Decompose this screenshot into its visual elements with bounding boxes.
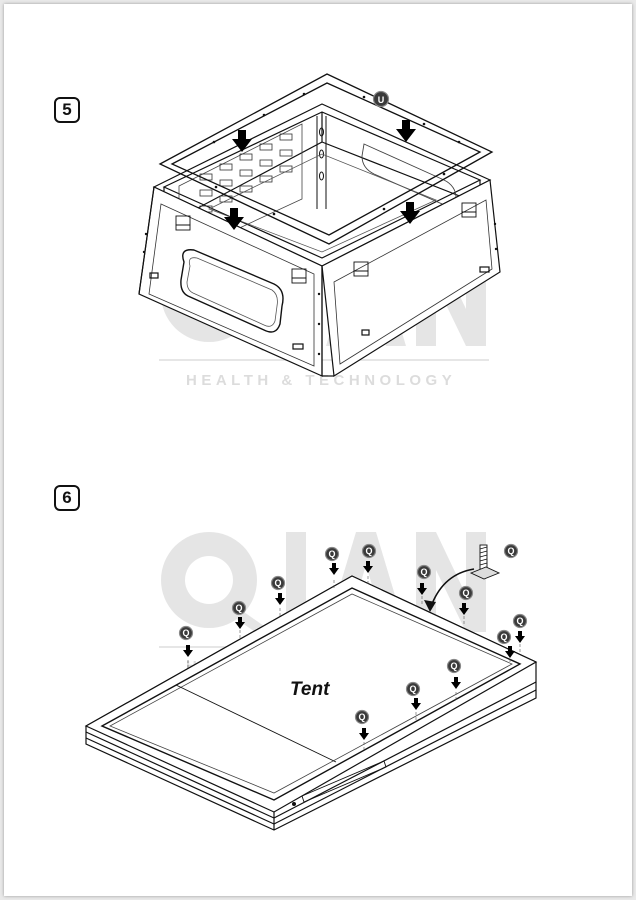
part-callout-icon: Q [512, 613, 528, 629]
down-arrow-icon [275, 593, 285, 605]
part-callout-icon: Q [361, 543, 377, 559]
part-code: U [378, 95, 385, 105]
step-number-badge: 6 [54, 485, 80, 511]
step-number-badge: 5 [54, 97, 80, 123]
panel-top [84, 575, 538, 813]
part-callout-icon: Q [405, 681, 421, 697]
top-frame [158, 73, 494, 245]
instruction-page: 5 6 [4, 4, 632, 896]
part-callout-icon: Q [270, 575, 286, 591]
part-code: Q [365, 546, 372, 556]
part-callout-icon: Q [354, 709, 370, 725]
part-callout-icon: Q [458, 585, 474, 601]
part-code: Q [507, 546, 514, 556]
part-callout-icon: Q [416, 564, 432, 580]
part-code: Q [274, 578, 281, 588]
part-code: Q [516, 616, 523, 626]
part-code: Q [358, 712, 365, 722]
part-callout-icon: Q [178, 625, 194, 641]
part-code: Q [235, 603, 242, 613]
part-code: Q [182, 628, 189, 638]
part-code: Q [450, 661, 457, 671]
down-arrow-icon [515, 631, 525, 643]
part-code: Q [500, 632, 507, 642]
step-number: 6 [62, 488, 72, 507]
step5-drawing: U [138, 73, 501, 378]
step-number: 5 [62, 100, 72, 119]
part-code: Q [328, 549, 335, 559]
watermark-tagline: HEALTH & TECHNOLOGY [186, 372, 456, 389]
tent-label: Tent [290, 679, 330, 700]
part-code: Q [409, 684, 416, 694]
part-code: Q [420, 567, 427, 577]
bolt-icon [469, 544, 501, 580]
part-callout-icon: Q [231, 600, 247, 616]
part-callout-icon: Q [324, 546, 340, 562]
curved-arrow-icon [424, 568, 475, 612]
assembly-illustration: HEALTH & TECHNOLOGY HEALTH & TECHNOLOGY [84, 73, 538, 831]
part-callout-icon: Q [496, 629, 512, 645]
part-callout-icon: Q [446, 658, 462, 674]
step6-drawing [84, 575, 538, 831]
part-code: Q [462, 588, 469, 598]
front-right-wall [321, 179, 501, 378]
part-callout-icon: U [372, 90, 390, 108]
down-arrow-icon [329, 563, 339, 575]
part-callout-icon: Q [503, 543, 519, 559]
